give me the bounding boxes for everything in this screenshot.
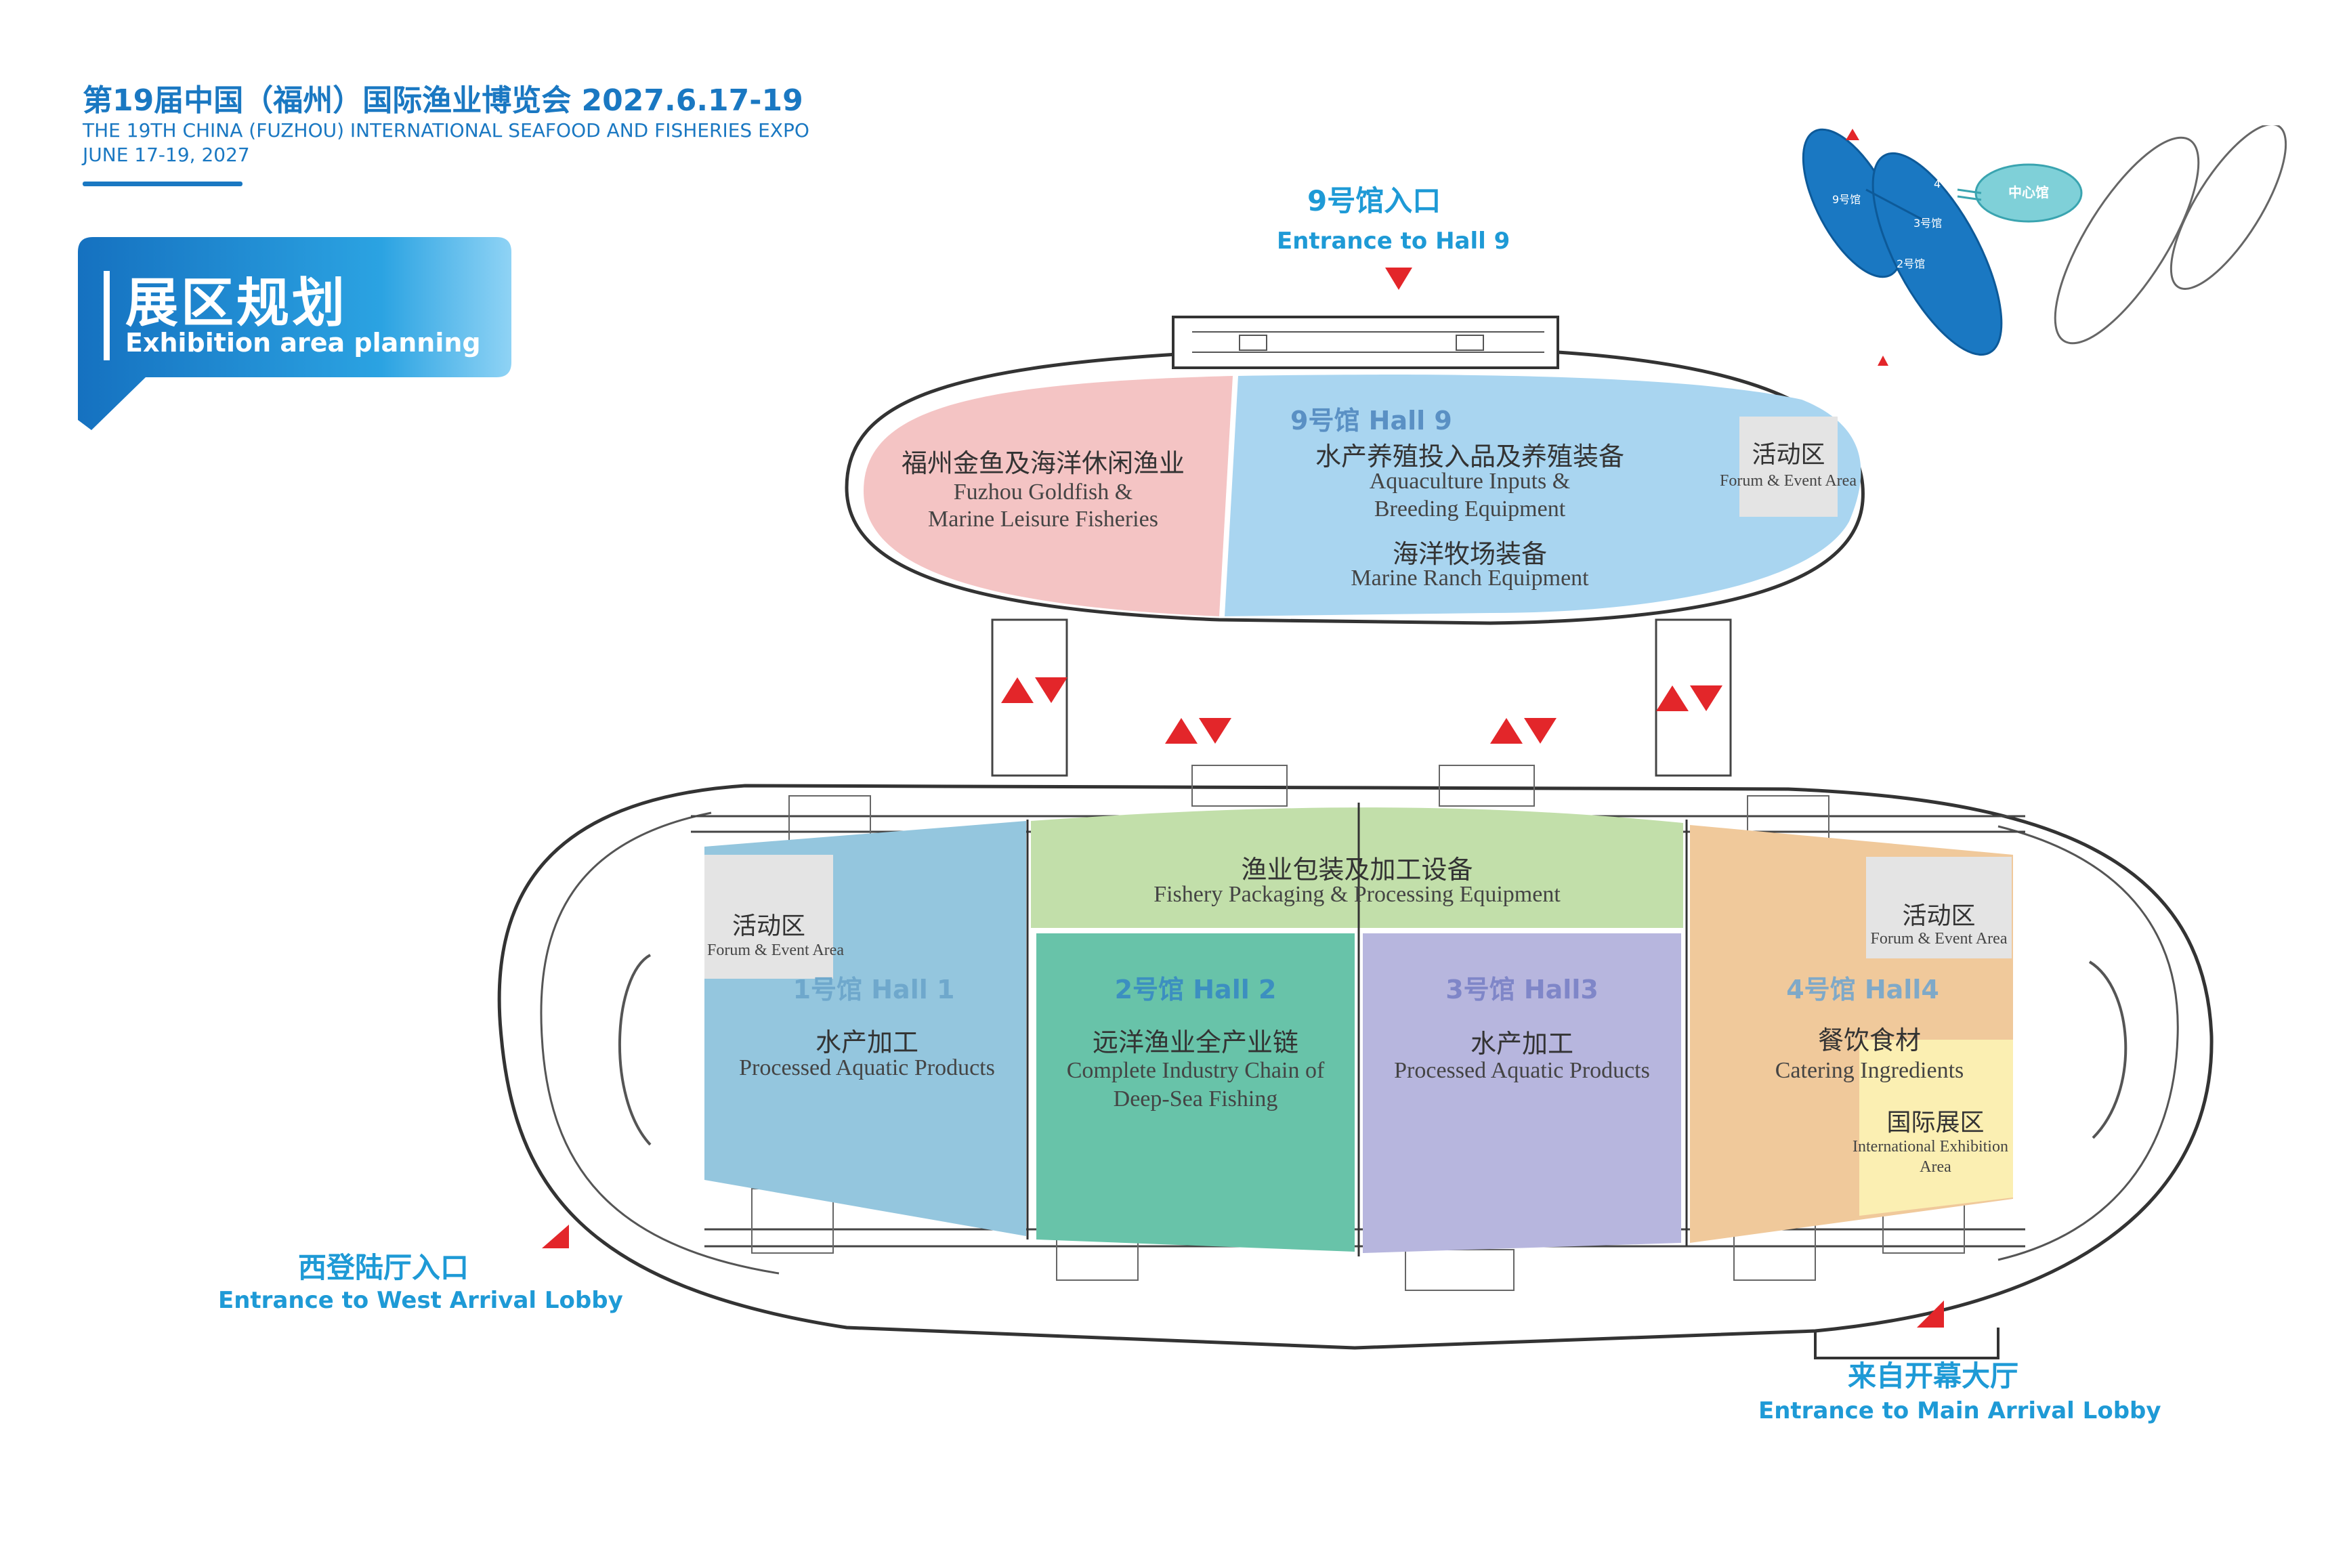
hall1-forum-en: Forum & Event Area bbox=[707, 941, 844, 959]
zone-packaging bbox=[1031, 807, 1683, 928]
hall4-name: 4号馆 Hall4 bbox=[1786, 975, 1939, 1004]
hall1-category-en: Processed Aquatic Products bbox=[739, 1055, 995, 1080]
hall9-aquaculture-en-2: Breeding Equipment bbox=[1374, 496, 1566, 522]
header-divider bbox=[83, 182, 242, 186]
entrance-main-label-cn: 来自开幕大厅 bbox=[1848, 1359, 2019, 1393]
mini-label-hall9: 9号馆 bbox=[1832, 193, 1861, 206]
hall9-forum-area bbox=[1739, 417, 1838, 517]
hall4-international-cn: 国际展区 bbox=[1886, 1109, 1985, 1137]
hall1-forum-cn: 活动区 bbox=[732, 912, 805, 940]
zone-hall2 bbox=[1036, 933, 1355, 1252]
hall9-goldfish-cn: 福州金鱼及海洋休闲渔业 bbox=[901, 448, 1185, 478]
packaging-cn: 渔业包装及加工设备 bbox=[1241, 855, 1473, 885]
section-banner bbox=[78, 237, 511, 430]
mini-label-hall4: 4号馆 bbox=[1934, 177, 1962, 190]
entrance-west-label-en: Entrance to West Arrival Lobby bbox=[218, 1287, 623, 1314]
hall4-forum-cn: 活动区 bbox=[1902, 902, 1976, 930]
hall9-zone-aquaculture bbox=[1225, 375, 1861, 616]
hall9-forum-en: Forum & Event Area bbox=[1720, 472, 1857, 490]
hall9-aquaculture-cn: 水产养殖投入品及养殖装备 bbox=[1315, 442, 1624, 471]
entrance-hall9-label-cn: 9号馆入口 bbox=[1307, 184, 1441, 217]
hall4-forum-area bbox=[1866, 857, 2012, 958]
corridor-left bbox=[991, 618, 1068, 777]
hall9-entrance-structure bbox=[1172, 316, 1559, 369]
hall4-forum-en: Forum & Event Area bbox=[1870, 930, 2008, 948]
hall4-international-area bbox=[1859, 1040, 2013, 1216]
hall4-international-en-1: International Exhibition bbox=[1853, 1138, 2008, 1156]
zone-hall3 bbox=[1363, 933, 1681, 1253]
hall3-category-en: Processed Aquatic Products bbox=[1394, 1058, 1650, 1083]
entrance-west-label-cn: 西登陆厅入口 bbox=[298, 1251, 469, 1284]
banner-accent-bar bbox=[104, 271, 110, 360]
hall1-name: 1号馆 Hall 1 bbox=[792, 975, 955, 1004]
hall1-category-cn: 水产加工 bbox=[815, 1027, 918, 1057]
hall2-category-en-1: Complete Industry Chain of bbox=[1066, 1058, 1325, 1083]
hall2-category-en-2: Deep-Sea Fishing bbox=[1113, 1086, 1278, 1111]
hall9-marine-ranch-en: Marine Ranch Equipment bbox=[1351, 566, 1589, 591]
expo-title-cn: 第19届中国（福州）国际渔业博览会 2027.6.17-19 bbox=[83, 83, 803, 118]
banner-title-en: Exhibition area planning bbox=[125, 328, 481, 358]
mini-label-hall3: 3号馆 bbox=[1913, 217, 1942, 230]
mini-entrance-arrow-icon bbox=[1846, 129, 1859, 140]
entrance-hall9-label-en: Entrance to Hall 9 bbox=[1277, 228, 1510, 255]
hall9-aquaculture-en-1: Aquaculture Inputs & bbox=[1369, 469, 1571, 494]
corridor-right bbox=[1655, 618, 1732, 777]
hall9-marine-ranch-cn: 海洋牧场装备 bbox=[1392, 539, 1547, 569]
hall9-goldfish-en-1: Fuzhou Goldfish & bbox=[953, 480, 1133, 505]
hall9-zone-goldfish bbox=[864, 376, 1233, 616]
hall3-name: 3号馆 Hall3 bbox=[1445, 975, 1599, 1004]
hall3-category-cn: 水产加工 bbox=[1470, 1029, 1573, 1059]
hall4-international-en-2: Area bbox=[1920, 1158, 1951, 1176]
mini-label-hall2: 2号馆 bbox=[1897, 257, 1925, 270]
hall2-category-cn: 远洋渔业全产业链 bbox=[1092, 1027, 1298, 1057]
hall9-name: 9号馆 Hall 9 bbox=[1290, 406, 1452, 436]
mini-label-hall1: 1号馆 bbox=[1880, 297, 1908, 310]
hall4-category-en: Catering Ingredients bbox=[1775, 1058, 1964, 1083]
hall2-name: 2号馆 Hall 2 bbox=[1114, 975, 1277, 1004]
hall1-forum-area bbox=[704, 855, 833, 979]
entrance-main-label-en: Entrance to Main Arrival Lobby bbox=[1758, 1397, 2161, 1424]
banner-title-cn: 展区规划 bbox=[125, 273, 348, 334]
expo-title-en: THE 19TH CHINA (FUZHOU) INTERNATIONAL SE… bbox=[83, 119, 809, 142]
packaging-en: Fishery Packaging & Processing Equipment bbox=[1154, 882, 1561, 907]
hall4-category-cn: 餐饮食材 bbox=[1817, 1025, 1921, 1055]
expo-date-en: JUNE 17-19, 2027 bbox=[83, 144, 250, 166]
hall9-forum-cn: 活动区 bbox=[1752, 441, 1825, 469]
hall9-goldfish-en-2: Marine Leisure Fisheries bbox=[928, 507, 1158, 532]
venue-locator-map: 9号馆 4号馆 3号馆 2号馆 1号馆 中心馆 bbox=[1802, 125, 2287, 366]
mini-label-center: 中心馆 bbox=[2008, 184, 2049, 200]
mini-entrance-arrow-icon bbox=[1878, 356, 1888, 366]
